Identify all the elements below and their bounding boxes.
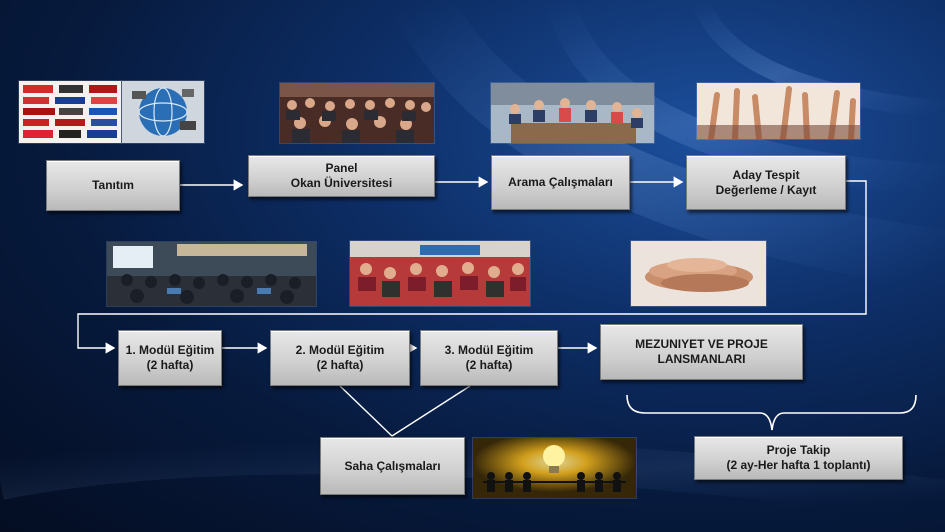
node-modul2-line-2: (2 hafta) <box>316 358 364 372</box>
node-proje-line-1: Proje Takip <box>766 443 831 457</box>
node-panel-line-1: Panel <box>325 161 358 175</box>
node-saha: Saha Çalışmaları <box>320 437 465 495</box>
node-mezuniyet-line-1: MEZUNIYET VE PROJE <box>635 337 768 351</box>
photo-classroom <box>106 241 317 307</box>
node-modul1: 1. Modül Eğitim (2 hafta) <box>118 330 222 386</box>
photo-workshop <box>349 240 531 307</box>
node-modul3-line-1: 3. Modül Eğitim <box>444 343 534 357</box>
node-modul2: 2. Modül Eğitim (2 hafta) <box>270 330 410 386</box>
classroom-lecture-photo <box>107 242 316 306</box>
lightbulb-people-photo <box>473 438 636 498</box>
node-modul2-line-1: 2. Modül Eğitim <box>295 343 385 357</box>
photo-newspapers <box>18 80 122 144</box>
photo-globe <box>121 80 205 144</box>
photo-hands-raised <box>696 82 861 140</box>
raised-hands-photo <box>697 83 860 139</box>
node-aday: Aday Tespit Değerleme / Kayıt <box>686 155 846 210</box>
meeting-table-photo <box>491 83 654 143</box>
node-panel-line-2: Okan Üniversitesi <box>290 176 393 190</box>
node-saha-line-1: Saha Çalışmaları <box>344 458 441 473</box>
node-tanitim: Tanıtım <box>46 160 180 211</box>
node-panel: Panel Okan Üniversitesi <box>248 155 435 197</box>
workshop-group-photo <box>350 241 530 306</box>
node-mezuniyet-line-2: LANSMANLARI <box>657 352 746 366</box>
globe-network-photo <box>122 81 204 143</box>
node-arama-line-1: Arama Çalışmaları <box>508 175 613 189</box>
node-modul1-line-2: (2 hafta) <box>146 358 194 372</box>
photo-lightbulb <box>472 437 637 499</box>
node-modul3-line-2: (2 hafta) <box>465 358 513 372</box>
brace-proje <box>626 394 917 431</box>
node-aday-line-1: Aday Tespit <box>732 167 800 182</box>
node-arama: Arama Çalışmaları <box>491 155 630 210</box>
node-aday-line-2: Değerleme / Kayıt <box>715 182 817 197</box>
node-mezuniyet: MEZUNIYET VE PROJE LANSMANLARI <box>600 324 803 380</box>
node-proje-line-2: (2 ay-Her hafta 1 toplantı) <box>726 458 871 472</box>
line-modul3-saha <box>391 385 471 437</box>
photo-audience <box>279 82 435 144</box>
node-proje: Proje Takip (2 ay-Her hafta 1 toplantı) <box>694 436 903 480</box>
photo-meeting <box>490 82 655 144</box>
audience-seated-photo <box>280 83 434 143</box>
node-modul3: 3. Modül Eğitim (2 hafta) <box>420 330 558 386</box>
node-tanitim-line-1: Tanıtım <box>92 178 134 192</box>
line-modul2-saha <box>339 385 393 437</box>
photo-handshake <box>630 240 767 307</box>
newspaper-collage-photo <box>19 81 121 143</box>
node-modul1-line-1: 1. Modül Eğitim <box>125 343 215 357</box>
stacked-hands-photo <box>631 241 766 306</box>
